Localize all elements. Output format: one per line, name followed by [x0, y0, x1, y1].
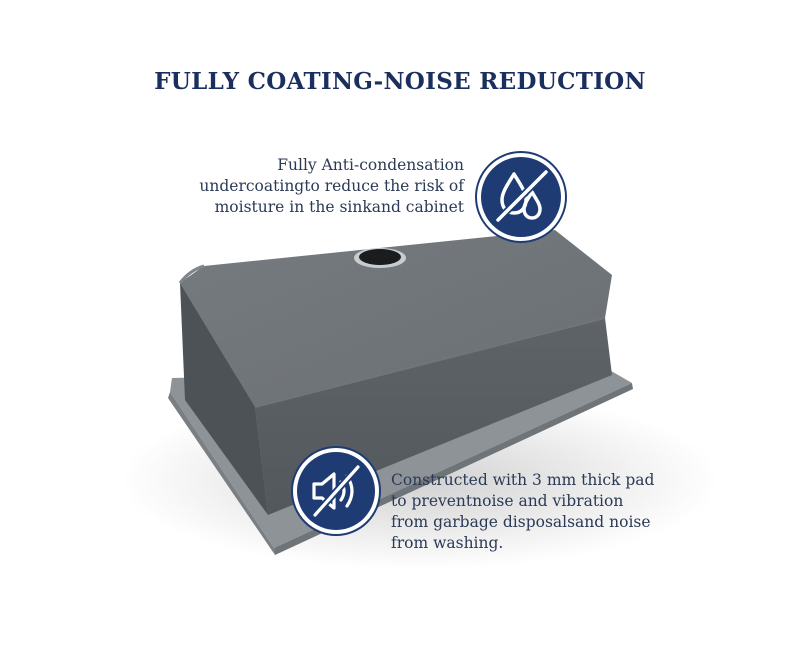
water-drops-slashed-icon [475, 151, 567, 243]
feature-noise-text: Constructed with 3 mm thick pad to preve… [391, 471, 655, 552]
sound-muted-slashed-icon [291, 446, 381, 536]
drain-hole [359, 249, 401, 265]
feature-condensation-text: Fully Anti-condensation undercoatingto r… [199, 156, 464, 216]
page-title: FULLY COATING-NOISE REDUCTION [154, 68, 646, 95]
sink-bottom-face [180, 230, 612, 407]
